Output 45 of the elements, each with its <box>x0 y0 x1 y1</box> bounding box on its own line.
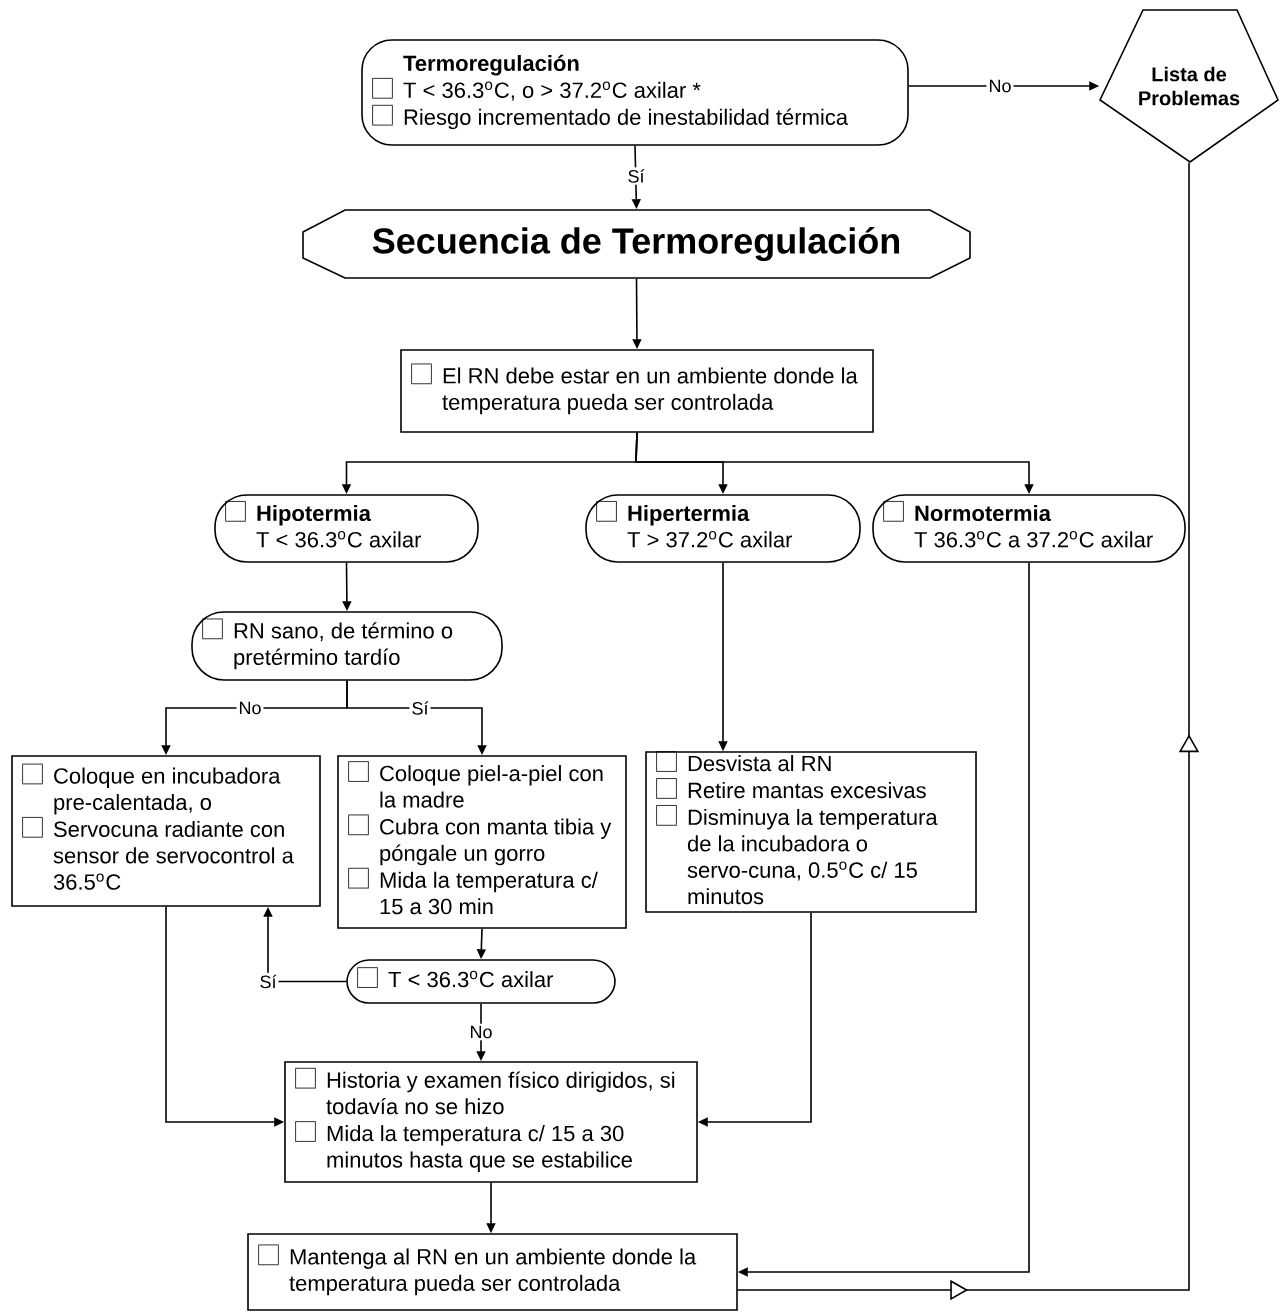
process-box <box>645 751 977 913</box>
process-box <box>400 349 874 433</box>
step-text: RN sano, de término o pretérmino tardío <box>234 622 453 670</box>
rounded-box <box>346 959 616 1004</box>
edge-label: No <box>986 77 1014 95</box>
step-text: Desvista al RN <box>688 755 831 772</box>
step-text: Retire mantas excesivas <box>688 782 926 799</box>
heading-text: Termoregulación <box>403 54 579 76</box>
step-text: T < 36.3$^{o}$C axilar <box>256 531 422 548</box>
heading-text: Normotermia <box>915 504 1052 522</box>
heading-text: Hipotermia <box>257 504 372 526</box>
step-text: T < 36.3$^{o}$C axilar <box>388 970 554 988</box>
step-text: Mida la temperatura c/ 15 a 30 min <box>380 871 598 915</box>
edge-label: No <box>467 1023 495 1041</box>
process-box <box>284 1061 698 1183</box>
heading-text: Secuencia de Termoregulación <box>372 227 900 261</box>
step-text: Cubra con manta tibia y póngale un gorro <box>380 818 612 866</box>
step-text: Disminuya la temperatura de la incubadora o servo-cuna, 0.5$^{o}$C c/ 15 minutos <box>687 808 938 905</box>
step-text: Historia y examen físico dirigidos, si todavía no se hizo <box>326 1071 675 1115</box>
edge-label: Sí <box>625 167 647 185</box>
hexagon-banner <box>302 209 971 279</box>
step-text: Servocuna radiante con sensor de servocontrol a 36.5$^{o}$C <box>53 820 294 890</box>
step-text: Coloque en incubadora pre-calentada, o <box>54 767 281 815</box>
step-text: T > 37.2$^{o}$C axilar <box>627 531 793 548</box>
rounded-box <box>585 494 861 563</box>
heading-text: Lista de Problemas <box>1139 66 1240 106</box>
step-text: El RN debe estar en un ambiente donde la temperatura pueda ser controlada <box>442 367 858 415</box>
heading-text: Hipertermia <box>628 504 750 526</box>
rounded-box <box>191 611 503 681</box>
rounded-box <box>214 494 479 563</box>
process-box <box>11 755 321 907</box>
step-text: Riesgo incrementado de inestabilidad térmica <box>404 108 849 130</box>
pentagon-shape <box>1099 9 1279 163</box>
rounded-box <box>872 494 1186 563</box>
process-box <box>247 1233 738 1311</box>
edge-label: Sí <box>409 699 431 717</box>
step-text: T < 36.3$^{o}$C, o > 37.2$^{o}$C axilar * <box>403 81 701 101</box>
process-box <box>337 755 627 929</box>
edge-label: No <box>236 699 264 717</box>
step-text: Coloque piel-a-piel con la madre <box>380 765 603 808</box>
step-text: Mantenga al RN en un ambiente donde la temperatura pueda ser controlada <box>289 1248 697 1296</box>
step-text: T 36.3$^{o}$C a 37.2$^{o}$C axilar <box>914 531 1153 548</box>
step-text: Mida la temperatura c/ 15 a 30 minutos hasta que se estabilice <box>327 1125 632 1172</box>
edge-label: Sí <box>257 972 279 991</box>
rounded-box <box>361 39 909 146</box>
